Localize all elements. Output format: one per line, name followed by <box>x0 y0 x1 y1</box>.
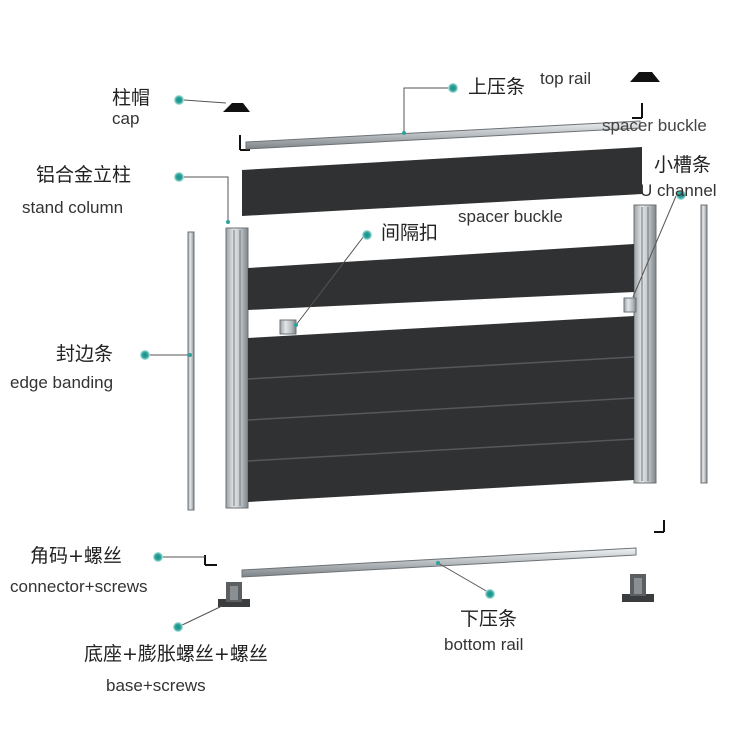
leader-bottom-rail <box>438 563 488 592</box>
edge-banding-left <box>188 232 194 510</box>
top-board <box>242 147 642 216</box>
label-base-en: base+screws <box>106 677 206 694</box>
label-spacer-buckle-top-en: spacer buckle <box>602 117 707 134</box>
marker-bottom-rail <box>485 589 495 599</box>
stand-column-left <box>226 228 248 508</box>
label-spacer-buckle-cn: 间隔扣 <box>381 224 438 243</box>
leader-cap <box>184 100 226 103</box>
label-cap-cn: 柱帽 <box>112 89 150 108</box>
label-connector-en: connector+screws <box>10 578 147 595</box>
spacer-buckle-right <box>624 298 636 312</box>
label-edge-banding-cn: 封边条 <box>56 345 113 364</box>
cap-right <box>630 72 660 118</box>
base-right <box>622 574 654 602</box>
label-stand-column-cn: 铝合金立柱 <box>36 166 131 185</box>
label-top-rail-cn: 上压条 <box>468 78 525 97</box>
label-bottom-rail-en: bottom rail <box>444 636 523 653</box>
label-base-cn: 底座+膨胀螺丝+螺丝 <box>84 645 268 664</box>
label-stand-column-en: stand column <box>22 199 123 216</box>
spacer-buckle-left <box>280 320 296 334</box>
label-u-channel-cn: 小槽条 <box>654 156 711 175</box>
marker-connector <box>153 552 163 562</box>
leader-top-rail <box>404 88 448 133</box>
marker-top-rail <box>448 83 458 93</box>
label-u-channel-en: U channel <box>640 182 717 199</box>
marker-edge-banding <box>140 350 150 360</box>
edge-banding-right <box>701 205 707 483</box>
marker-cap <box>174 95 184 105</box>
marker-base <box>173 622 183 632</box>
marker-spacer-buckle <box>362 230 372 240</box>
leader-base <box>178 606 222 627</box>
base-left <box>218 582 250 607</box>
label-cap-en: cap <box>112 110 139 127</box>
leader-stand-column <box>184 177 228 222</box>
top-rail <box>246 121 640 149</box>
label-spacer-buckle-en: spacer buckle <box>458 208 563 225</box>
marker-stand-column <box>174 172 184 182</box>
board-stack <box>248 316 634 502</box>
label-top-rail-en: top rail <box>540 70 591 87</box>
connector-left <box>205 555 217 565</box>
label-edge-banding-en: edge banding <box>10 374 113 391</box>
upper-board <box>248 244 634 310</box>
connector-right <box>654 520 664 532</box>
label-connector-cn: 角码+螺丝 <box>30 547 122 566</box>
stand-column-right <box>634 205 656 483</box>
label-bottom-rail-cn: 下压条 <box>460 610 517 629</box>
